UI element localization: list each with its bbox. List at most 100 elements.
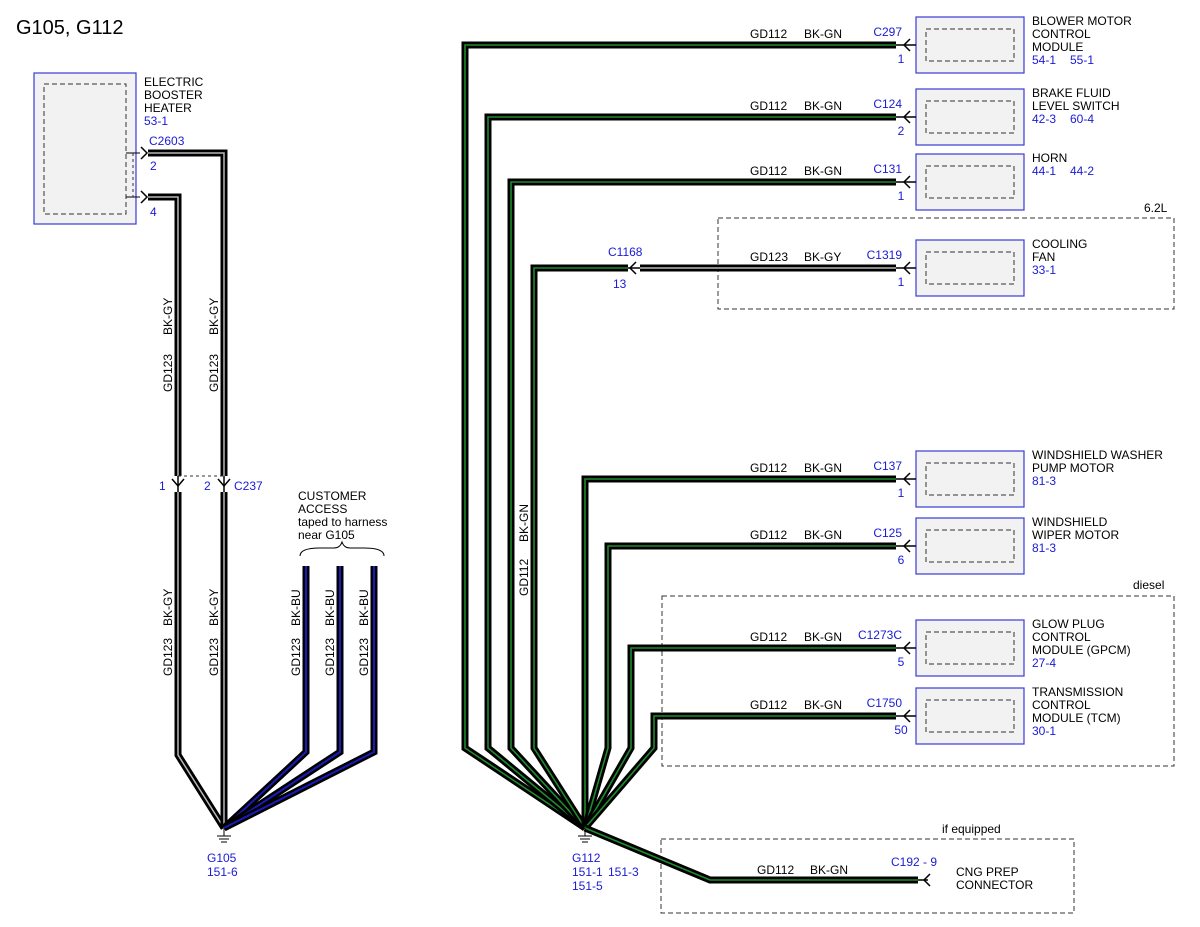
- component-ref: 44-2: [1070, 164, 1094, 178]
- branch-color: BK-GN: [804, 99, 842, 113]
- component-box: [915, 88, 1025, 146]
- branch-color: BK-GY: [804, 250, 841, 264]
- component-name-line: WINDSHIELD: [1032, 515, 1108, 529]
- connector-arrow-icon: [902, 472, 911, 486]
- svg-text:near G105: near G105: [298, 528, 355, 542]
- connector-arrow-icon: [902, 709, 911, 723]
- heater-name-line1: ELECTRIC: [144, 75, 204, 89]
- wire-lower-b-circuit: GD123: [207, 638, 221, 676]
- component-name-line: BLOWER MOTOR: [1032, 14, 1132, 28]
- component-ref: 81-3: [1032, 474, 1056, 488]
- branch-color: BK-GN: [804, 698, 842, 712]
- component-ref: 42-3: [1032, 112, 1056, 126]
- g105-name: G105: [207, 851, 237, 865]
- heater-ref: 53-1: [144, 114, 168, 128]
- branch-pin: 5: [898, 655, 905, 669]
- component-name-line: CONTROL: [1032, 698, 1091, 712]
- g112-ref-3: 151-3: [608, 865, 639, 879]
- access-wire-3-color: BK-BU: [357, 589, 371, 626]
- component-name-line: MODULE (GPCM): [1032, 643, 1131, 657]
- g105-wires: [148, 149, 378, 832]
- c237-pin-a: 1: [159, 479, 166, 493]
- connector-arrow-icon: [902, 110, 911, 124]
- component-name-line: FAN: [1032, 250, 1055, 264]
- component-name-line: PUMP MOTOR: [1032, 461, 1115, 475]
- access-wire-2-color: BK-BU: [323, 589, 337, 626]
- branch-color: BK-GN: [804, 630, 842, 644]
- component-name-line: WINDSHIELD WASHER: [1032, 448, 1163, 462]
- component-ref: 54-1: [1032, 53, 1056, 67]
- branch-circuit: GD112: [750, 528, 787, 542]
- component-ref: 81-3: [1032, 541, 1056, 555]
- svg-text:ACCESS: ACCESS: [298, 502, 347, 516]
- svg-text:CUSTOMER: CUSTOMER: [298, 489, 367, 503]
- branch-connector: C125: [873, 526, 902, 540]
- heater-name-line3: HEATER: [144, 101, 192, 115]
- option-6-2l-label: 6.2L: [1144, 201, 1168, 215]
- component-ref: 33-1: [1032, 263, 1056, 277]
- g112-name: G112: [572, 851, 601, 865]
- branch-pin: 50: [894, 723, 908, 737]
- branch-pin: 1: [898, 52, 905, 66]
- page-title: G105, G112: [16, 17, 123, 39]
- g105-ground: G105 151-6: [207, 828, 238, 879]
- access-wire-1-color: BK-BU: [289, 589, 303, 626]
- option-box-if-equipped: [660, 838, 1075, 914]
- component-ref: 55-1: [1070, 53, 1094, 67]
- component-ref: 30-1: [1032, 724, 1056, 738]
- branch-pin: 6: [898, 553, 905, 567]
- component-name-line: MODULE (TCM): [1032, 711, 1121, 725]
- branch-color: BK-GN: [804, 164, 842, 178]
- option-box-6-2l: [717, 217, 1175, 310]
- g105-ref: 151-6: [207, 865, 238, 879]
- component-box: [915, 239, 1025, 297]
- option-if-equipped-label: if equipped: [942, 822, 1001, 836]
- branch-color: BK-GN: [804, 528, 842, 542]
- cng-color: BK-GN: [810, 863, 848, 877]
- branch-circuit: GD112: [750, 27, 787, 41]
- branch-circuit: GD123: [750, 250, 788, 264]
- wire-lower-b-color: BK-GY: [207, 589, 221, 626]
- component-name-line: BRAKE FLUID: [1032, 86, 1111, 100]
- branch-pin: 1: [898, 275, 905, 289]
- branch-connector: C131: [873, 162, 902, 176]
- cng-line2: CONNECTOR: [956, 878, 1033, 892]
- component-box: [915, 619, 1025, 677]
- wire-lower-a-color: BK-GY: [161, 589, 175, 626]
- c237-name: C237: [234, 479, 263, 493]
- branch-connector: C1319: [867, 248, 903, 262]
- wire-upper-b-circuit: GD123: [207, 354, 221, 392]
- wire-upper-a-color: BK-GY: [161, 298, 175, 335]
- option-box-diesel: [661, 595, 1175, 767]
- heater-connector: C2603: [149, 134, 185, 148]
- wire-upper-b-color: BK-GY: [207, 298, 221, 335]
- component-name-line: CONTROL: [1032, 27, 1091, 41]
- component-name-line: CONTROL: [1032, 630, 1091, 644]
- pin-2-arrow-icon: [140, 146, 149, 160]
- component-box: [915, 517, 1025, 575]
- component-name-line: COOLING: [1032, 237, 1087, 251]
- access-wire-1-circuit: GD123: [289, 638, 303, 676]
- c1168-name: C1168: [608, 245, 643, 259]
- g112-ref-2: 151-5: [572, 879, 603, 893]
- cng-prep-connector: GD112 BK-GN C192 - 9 CNG PREP CONNECTOR: [757, 855, 1033, 892]
- component-name-line: GLOW PLUG: [1032, 617, 1105, 631]
- pin-4-arrow-icon: [140, 190, 149, 204]
- heater-name-line2: BOOSTER: [144, 88, 203, 102]
- wire-upper-a-circuit: GD123: [161, 354, 175, 392]
- branch-color: BK-GN: [804, 27, 842, 41]
- branch-circuit: GD112: [750, 630, 787, 644]
- c237-pin-b: 2: [204, 479, 211, 493]
- branch-circuit: GD112: [750, 461, 787, 475]
- svg-text:taped to harness: taped to harness: [298, 515, 387, 529]
- trunk-wire-color: BK-GN: [517, 504, 531, 542]
- cng-line1: CNG PREP: [956, 865, 1019, 879]
- access-wire-3-circuit: GD123: [357, 638, 371, 676]
